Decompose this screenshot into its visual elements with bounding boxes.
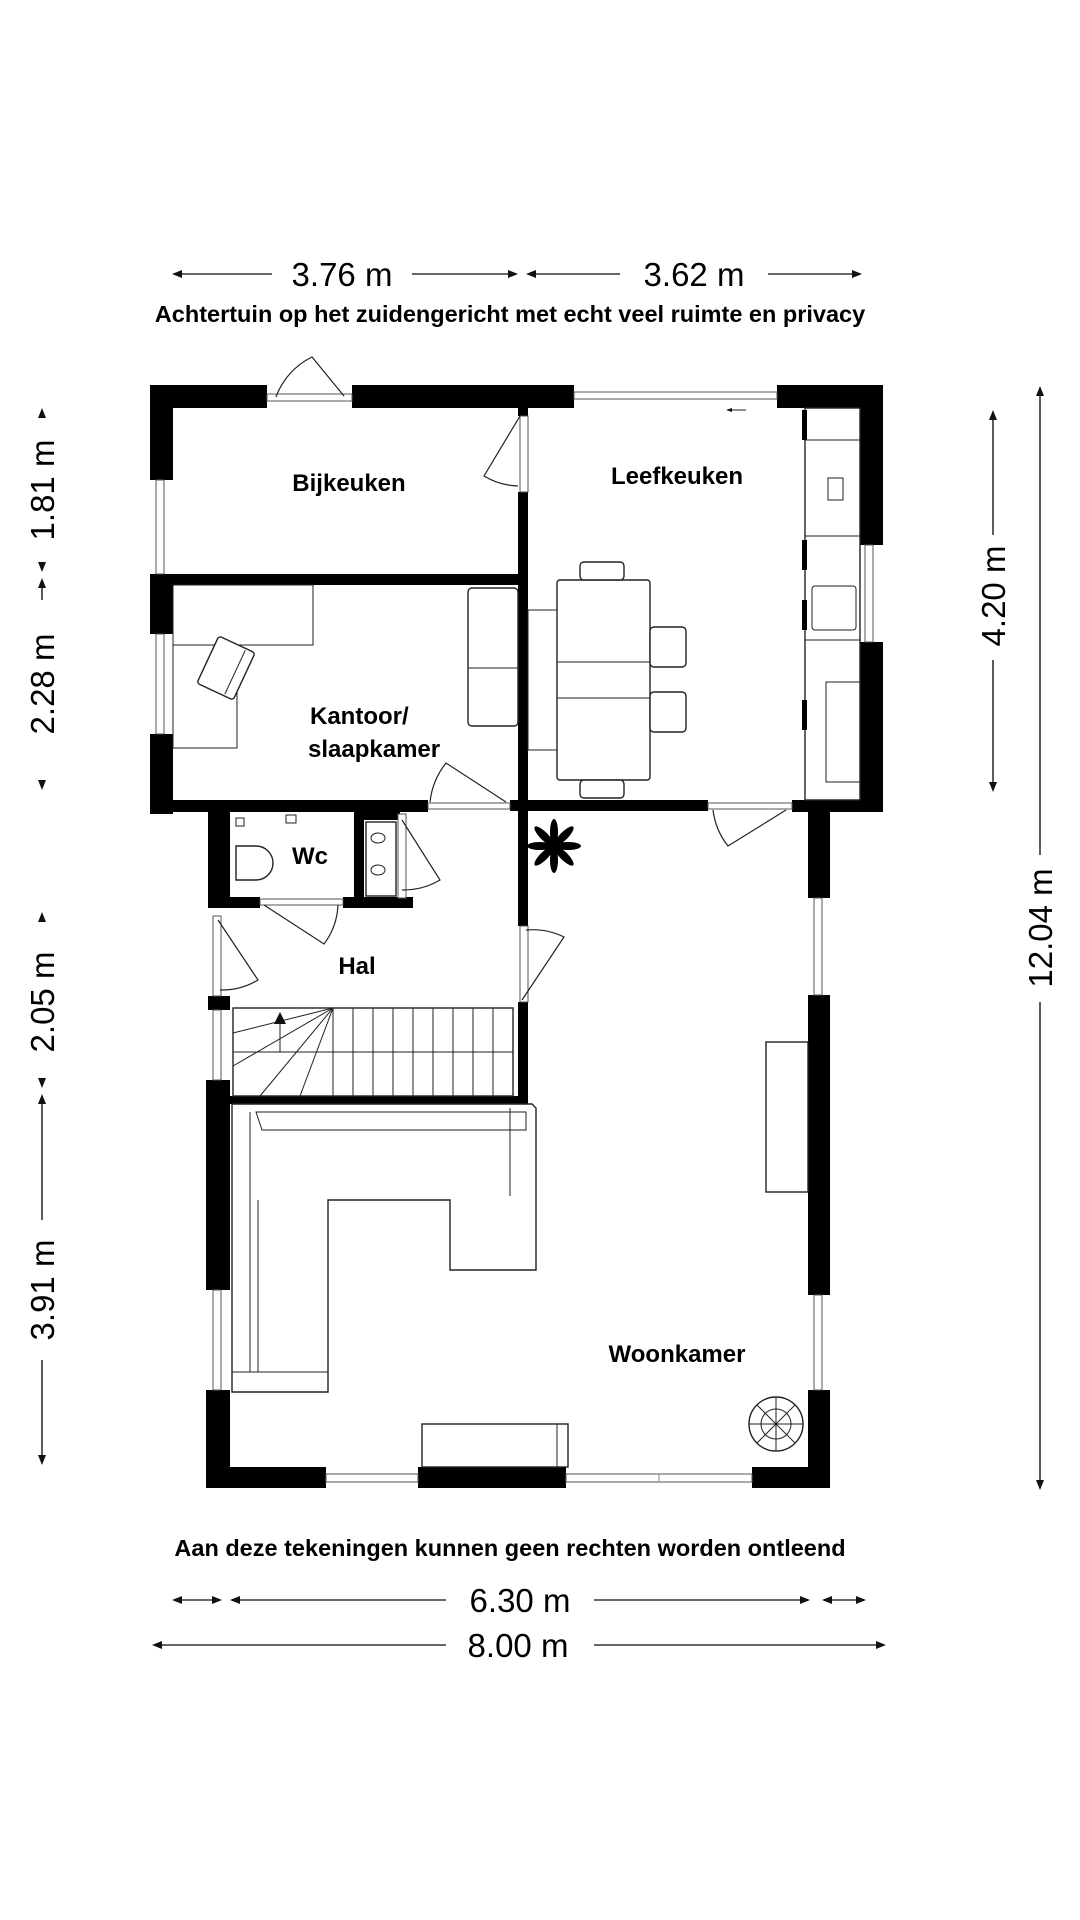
dim-right-total-label: 12.04 m (1022, 868, 1059, 987)
dim-left-2-label: 2.28 m (24, 634, 61, 735)
dim-left-4-label: 3.91 m (24, 1240, 61, 1341)
stair-up-arrow (274, 1012, 286, 1024)
dining-table (556, 579, 651, 781)
dimension-bottom-total: 8.00 m (152, 1627, 886, 1664)
plant-icon (527, 819, 581, 873)
dimension-left-stack: 1.81 m 2.28 m 2.05 m 3.91 m (24, 408, 61, 1465)
room-label-bijkeuken: Bijkeuken (292, 470, 405, 497)
dim-left-1-label: 1.81 m (24, 440, 61, 541)
tv-console (765, 1041, 809, 1193)
stair-treads (232, 1007, 513, 1097)
plant-icon (748, 1396, 804, 1452)
kitchen-counter (804, 407, 861, 801)
room-label-kantoor-1: Kantoor/ (310, 703, 409, 730)
room-label-woonkamer: Woonkamer (609, 1341, 746, 1368)
dim-top-left-label: 3.76 m (292, 256, 393, 293)
toilet (235, 845, 274, 881)
bathroom-sink (365, 821, 397, 897)
bottom-note: Aan deze tekeningen kunnen geen rechten … (174, 1535, 845, 1561)
room-label-kantoor-2: slaapkamer (308, 736, 440, 763)
sofa-bed (467, 587, 519, 727)
dim-bottom-inner-label: 6.30 m (470, 1582, 571, 1619)
dimension-bottom-inner: 6.30 m (172, 1582, 866, 1619)
room-label-hal: Hal (338, 953, 375, 980)
bench (421, 1423, 569, 1468)
dim-right-kitchen-label: 4.20 m (975, 546, 1012, 647)
windows (155, 391, 874, 1483)
doors (212, 356, 793, 1003)
dim-top-right-label: 3.62 m (644, 256, 745, 293)
room-label-wc: Wc (292, 843, 328, 870)
dim-bottom-total-label: 8.00 m (468, 1627, 569, 1664)
top-note: Achtertuin op het zuidengericht met echt… (155, 301, 865, 327)
room-label-leefkeuken: Leefkeuken (611, 463, 743, 490)
dimension-right-total: 12.04 m (1022, 386, 1059, 1490)
dimension-top-right: 3.62 m (526, 256, 862, 293)
walls (150, 385, 883, 1488)
corner-sofa (231, 1103, 537, 1393)
sink (811, 585, 857, 631)
dimension-right-kitchen: 4.20 m (975, 410, 1012, 792)
furniture (172, 407, 861, 1468)
dim-left-3-label: 2.05 m (24, 952, 61, 1053)
dimension-top-left: 3.76 m (172, 256, 518, 293)
